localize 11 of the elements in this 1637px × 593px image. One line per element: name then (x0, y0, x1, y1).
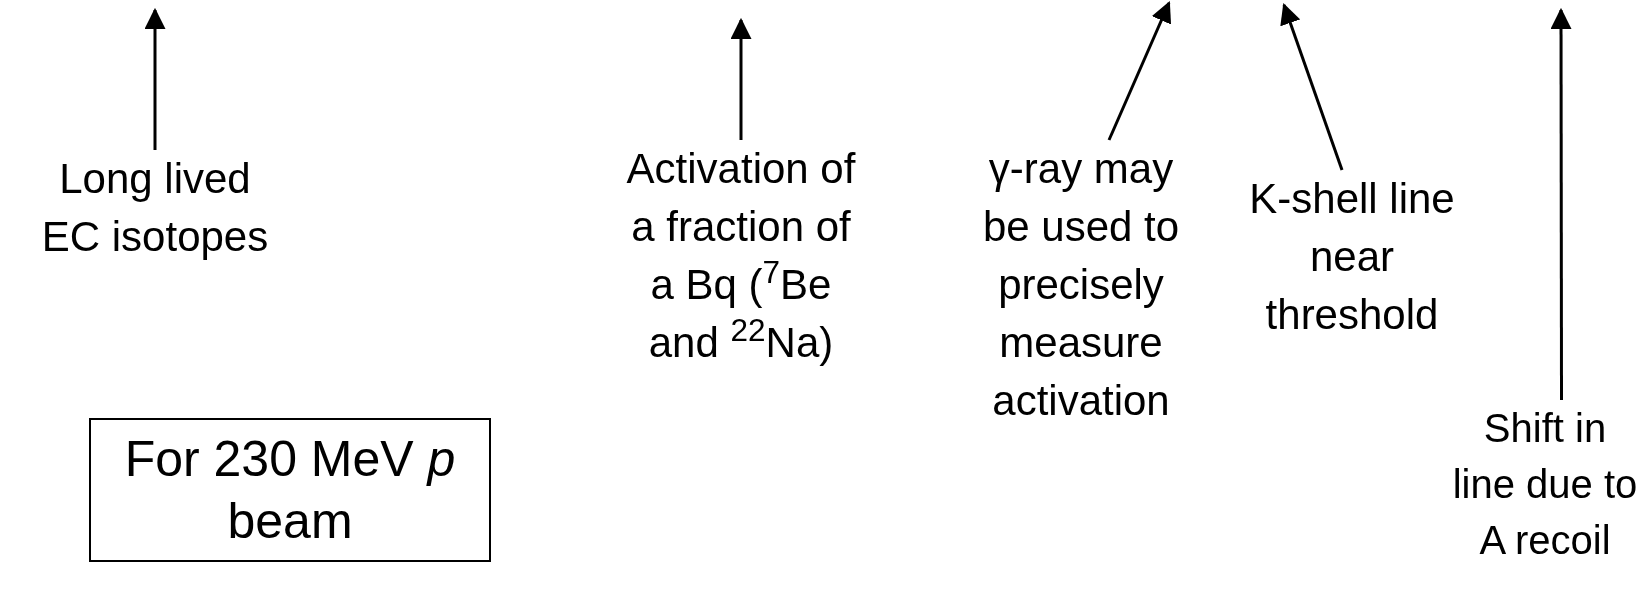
annotation-text: γ-ray may be used to precisely measure activation (966, 140, 1196, 430)
note-box: For 230 MeV p beam (89, 418, 491, 562)
arrow (1107, 1, 1172, 141)
arrow (730, 17, 752, 140)
annotation-text: Activation of a fraction of a Bq ($^{7}$Be and $^{22}$Na) (626, 140, 856, 372)
annotation-text: K-shell line near threshold (1242, 170, 1462, 344)
arrow (1280, 3, 1344, 171)
annotation-text: Shift in line due to A recoil (1452, 400, 1637, 568)
annotation-text: Long lived EC isotopes (25, 150, 285, 266)
arrow (1550, 7, 1572, 400)
arrow (144, 7, 166, 150)
